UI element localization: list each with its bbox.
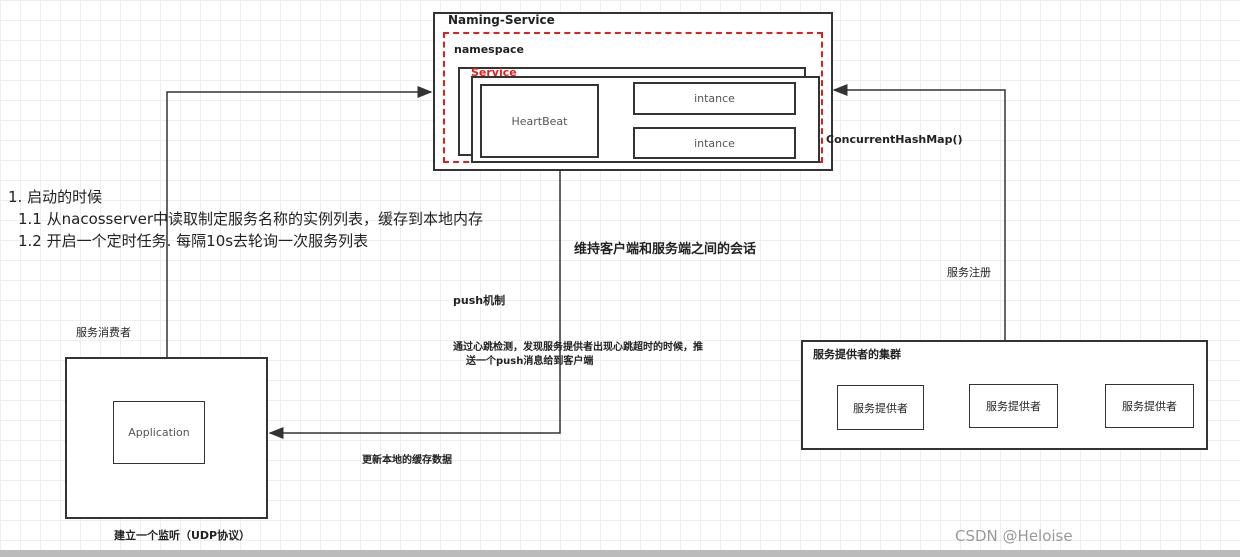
provider-box: 服务提供者 xyxy=(969,384,1058,428)
push-desc-2: 送一个push消息给到客户端 xyxy=(466,356,594,367)
application-box: Application xyxy=(113,401,205,464)
namespace-label: namespace xyxy=(454,43,525,56)
map-label: ConcurrentHashMap() xyxy=(826,133,963,146)
consumer-to-naming-arrow xyxy=(166,86,433,357)
push-desc-1: 通过心跳检测，发现服务提供者出现心跳超时的时候，推 xyxy=(453,342,703,353)
provider-box: 服务提供者 xyxy=(1105,384,1194,428)
note-line-3: 1.2 开启一个定时任务. 每隔10s去轮询一次服务列表 xyxy=(18,232,369,250)
register-label: 服务注册 xyxy=(947,266,991,279)
naming-service-title: Naming-Service xyxy=(448,13,555,27)
provider-cluster-title: 服务提供者的集群 xyxy=(813,348,901,361)
push-arrow xyxy=(268,170,561,439)
push-title: push机制 xyxy=(453,294,506,307)
service-label: Service xyxy=(471,66,517,79)
watermark: CSDN @Heloise xyxy=(955,527,1073,545)
note-line-1: 1. 启动的时候 xyxy=(8,188,103,206)
note-line-2: 1.1 从nacosserver中读取制定服务名称的实例列表，缓存到本地内存 xyxy=(18,210,484,228)
provider-box: 服务提供者 xyxy=(837,385,924,430)
register-arrow xyxy=(832,84,1006,340)
update-cache-label: 更新本地的缓存数据 xyxy=(362,455,452,466)
bottom-scrollbar[interactable] xyxy=(0,550,1240,557)
consumer-label: 服务消费者 xyxy=(76,326,131,339)
session-label: 维持客户端和服务端之间的会话 xyxy=(574,242,757,257)
instance-box: intance xyxy=(633,82,796,115)
instance-box: intance xyxy=(633,127,796,159)
heartbeat-box: HeartBeat xyxy=(480,84,599,158)
listen-label: 建立一个监听（UDP协议） xyxy=(114,529,251,542)
